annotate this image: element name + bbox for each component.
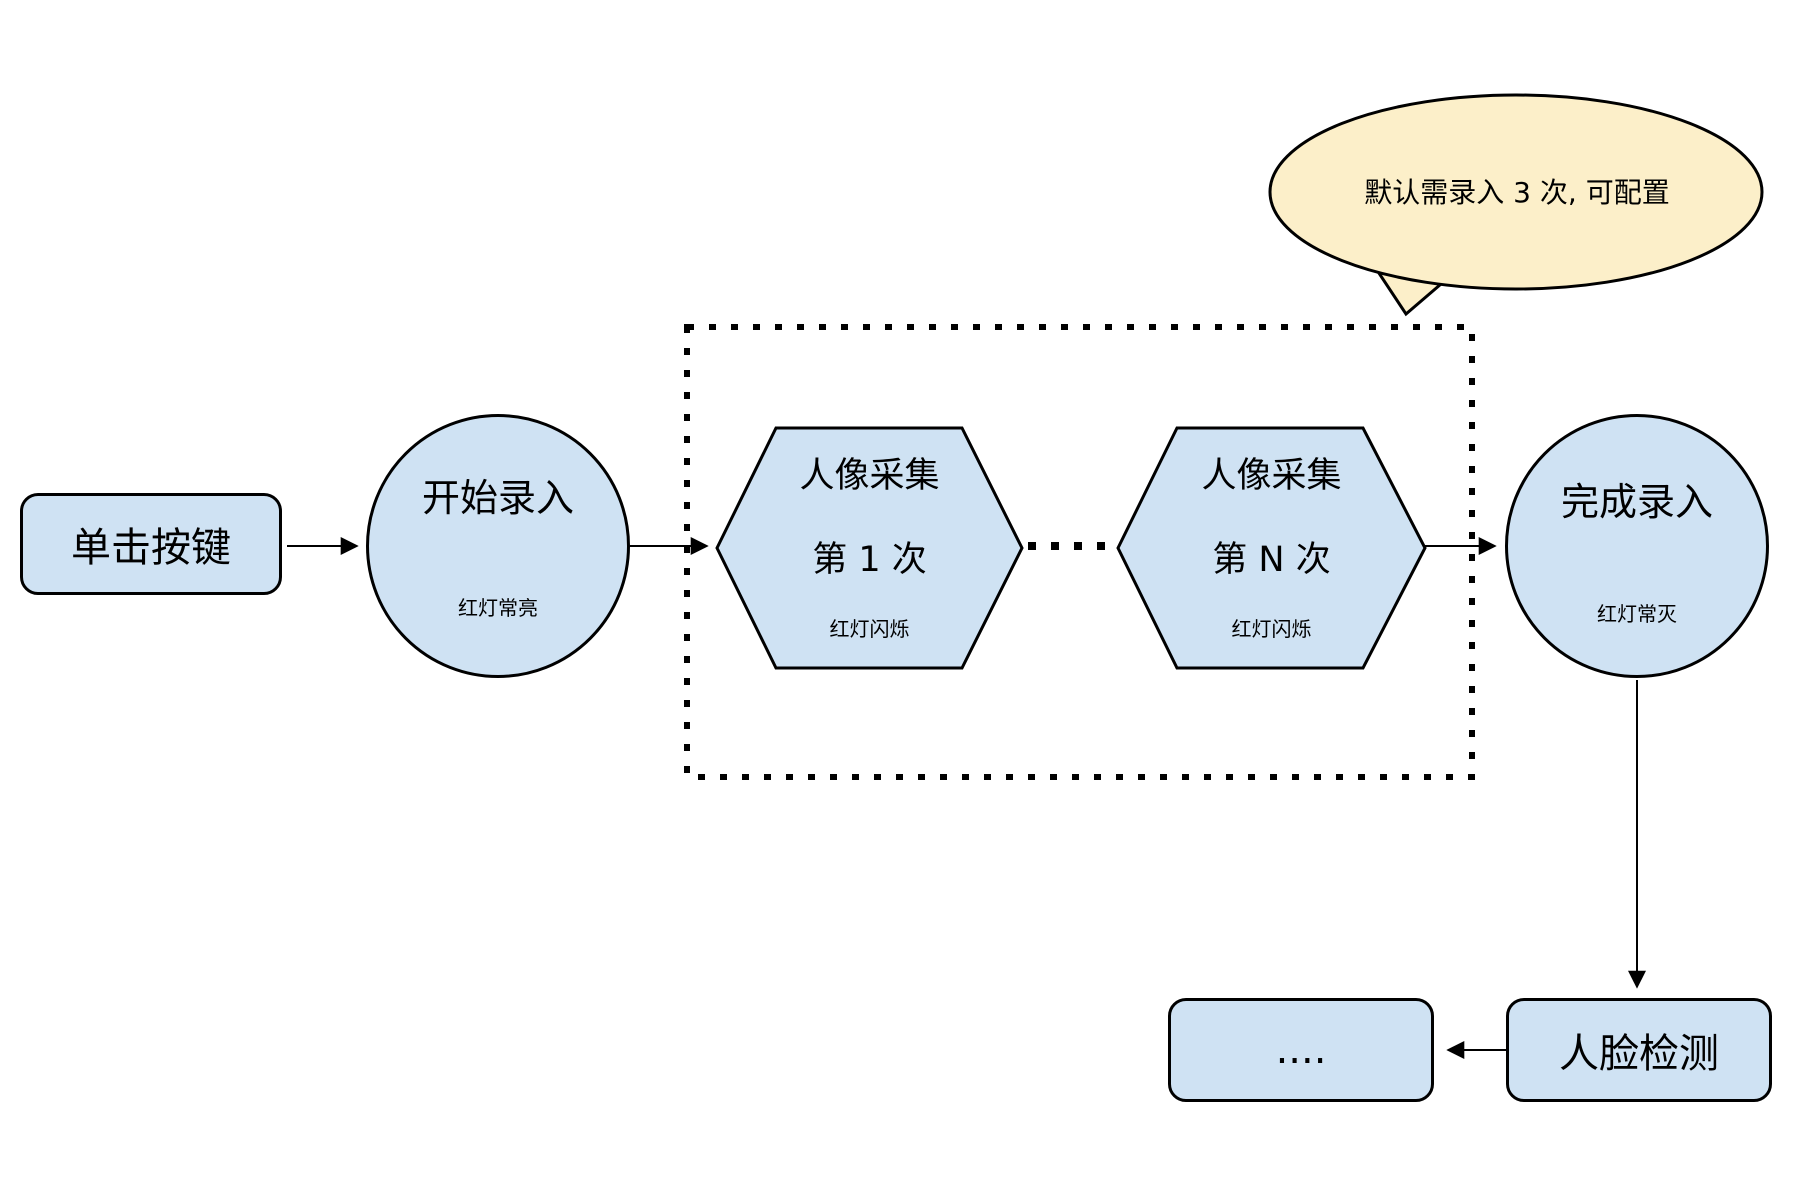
face-detect-node [1506,998,1772,1102]
finish-enroll-node [1505,414,1769,678]
start-enroll-node [366,414,630,678]
capture-first-label-line2: 第 1 次 [812,539,927,580]
start-enroll-status: 红灯常亮 [458,595,538,620]
click-button-node [20,493,282,595]
finish-enroll-label: 完成录入 [1560,479,1713,524]
ellipsis-label: .... [1275,1027,1327,1073]
ellipsis-node [1168,998,1434,1102]
capture-nth-status: 红灯闪烁 [1231,616,1312,641]
capture-nth-label-line1: 人像采集 [1201,455,1342,496]
start-enroll-label: 开始录入 [421,475,574,520]
callout-text: 默认需录入 3 次, 可配置 [1364,176,1670,209]
finish-enroll-status: 红灯常灭 [1597,601,1677,626]
click-button-label: 单击按键 [71,525,231,571]
capture-nth-label-line2: 第 N 次 [1212,539,1331,580]
capture-first-status: 红灯闪烁 [829,616,910,641]
face-detect-label: 人脸检测 [1559,1031,1719,1077]
capture-first-label-line1: 人像采集 [799,455,940,496]
